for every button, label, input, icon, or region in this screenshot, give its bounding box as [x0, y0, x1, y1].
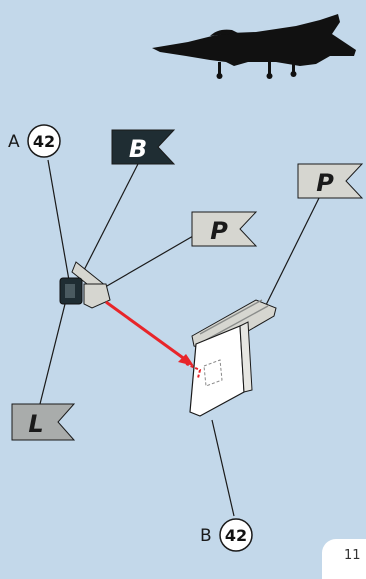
page-number: 11 [344, 548, 361, 563]
fighter-jet-icon [152, 14, 356, 79]
flag-b-label: B [129, 135, 147, 163]
flag-l-label: L [28, 410, 43, 438]
flag-p-right: P [297, 163, 364, 199]
callout-a-number: 42 [33, 132, 55, 151]
leader-line-b-callout [211, 419, 235, 517]
leader-line-a [47, 159, 71, 287]
diagram-canvas: A 42 B 42 B P P L [8, 14, 364, 552]
flag-b: B [111, 129, 176, 165]
leader-line-p-left [99, 231, 201, 291]
callout-a-circle: 42 [27, 124, 61, 158]
callout-a-letter: A [8, 132, 20, 152]
insertion-arrow [105, 300, 194, 366]
clip-connector-part [59, 261, 111, 309]
flag-p-left: P [191, 211, 258, 247]
callout-b-number: 42 [225, 526, 247, 545]
flag-l: L [11, 403, 76, 441]
leader-line-p-right [265, 195, 321, 306]
callout-b-letter: B [200, 526, 212, 546]
leader-line-l [39, 299, 67, 405]
leader-line-b-flag [77, 159, 141, 283]
flag-p-right-label: P [316, 169, 334, 197]
target-bracket-part [185, 299, 277, 417]
flag-p-left-label: P [210, 217, 228, 245]
callout-b-circle: 42 [219, 518, 253, 552]
leader-lines [39, 159, 321, 517]
